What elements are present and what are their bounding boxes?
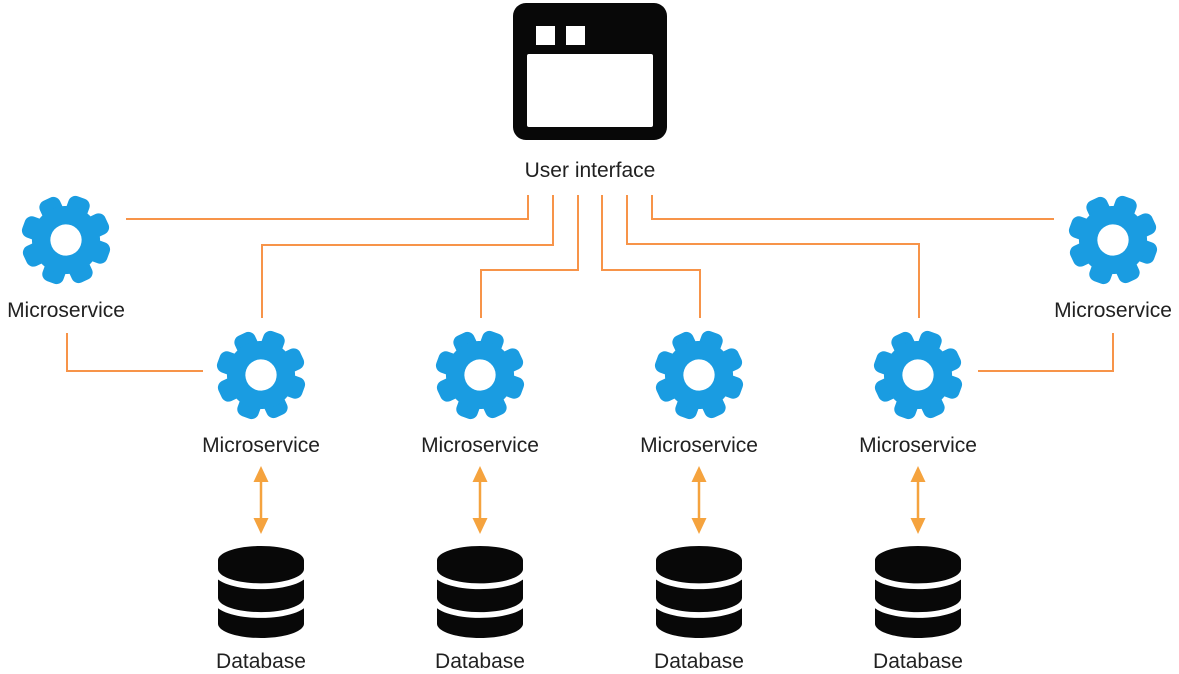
gear-icon — [20, 194, 112, 286]
microservice-node-right: Microservice — [1043, 194, 1179, 323]
microservice-node-left: Microservice — [0, 194, 136, 323]
connector-ui-to-microservice-right — [651, 195, 1054, 220]
microservice-label: Microservice — [202, 434, 320, 457]
database-label: Database — [435, 650, 525, 673]
gear-icon — [872, 329, 964, 421]
user-interface-node: User interface — [513, 3, 667, 183]
database-node-3: Database — [629, 546, 769, 674]
database-icon — [437, 546, 523, 638]
gear-icon — [434, 329, 526, 421]
database-node-2: Database — [410, 546, 550, 674]
gear-icon — [1067, 194, 1159, 286]
microservice-label: Microservice — [859, 434, 977, 457]
connector-ui-to-microservice-left — [126, 195, 529, 220]
connector-ui-to-microservice-3 — [480, 195, 579, 318]
microservice-label: Microservice — [1054, 299, 1172, 322]
microservice-node-2: Microservice — [191, 329, 331, 458]
connector-ui-to-microservice-4 — [601, 195, 701, 318]
database-node-1: Database — [191, 546, 331, 674]
connector-ui-to-microservice-2 — [261, 195, 554, 318]
microservice-node-5: Microservice — [848, 329, 988, 458]
database-label: Database — [873, 650, 963, 673]
database-label: Database — [654, 650, 744, 673]
database-icon — [656, 546, 742, 638]
gear-icon — [215, 329, 307, 421]
browser-window-icon — [513, 3, 667, 140]
database-icon — [218, 546, 304, 638]
gear-icon — [653, 329, 745, 421]
bidirectional-arrow-ms4-db3 — [691, 466, 707, 534]
bidirectional-arrow-ms2-db1 — [253, 466, 269, 534]
bidirectional-arrow-ms5-db4 — [910, 466, 926, 534]
database-icon — [875, 546, 961, 638]
microservice-node-4: Microservice — [629, 329, 769, 458]
microservice-label: Microservice — [640, 434, 758, 457]
microservice-node-3: Microservice — [410, 329, 550, 458]
database-node-4: Database — [848, 546, 988, 674]
connector-microservice-left-to-2 — [66, 333, 203, 372]
connector-ui-to-microservice-5 — [626, 195, 920, 318]
microservice-label: Microservice — [421, 434, 539, 457]
connector-microservice-right-to-5 — [978, 333, 1114, 372]
bidirectional-arrow-ms3-db2 — [472, 466, 488, 534]
database-label: Database — [216, 650, 306, 673]
user-interface-label: User interface — [524, 159, 656, 182]
microservice-label: Microservice — [7, 299, 125, 322]
